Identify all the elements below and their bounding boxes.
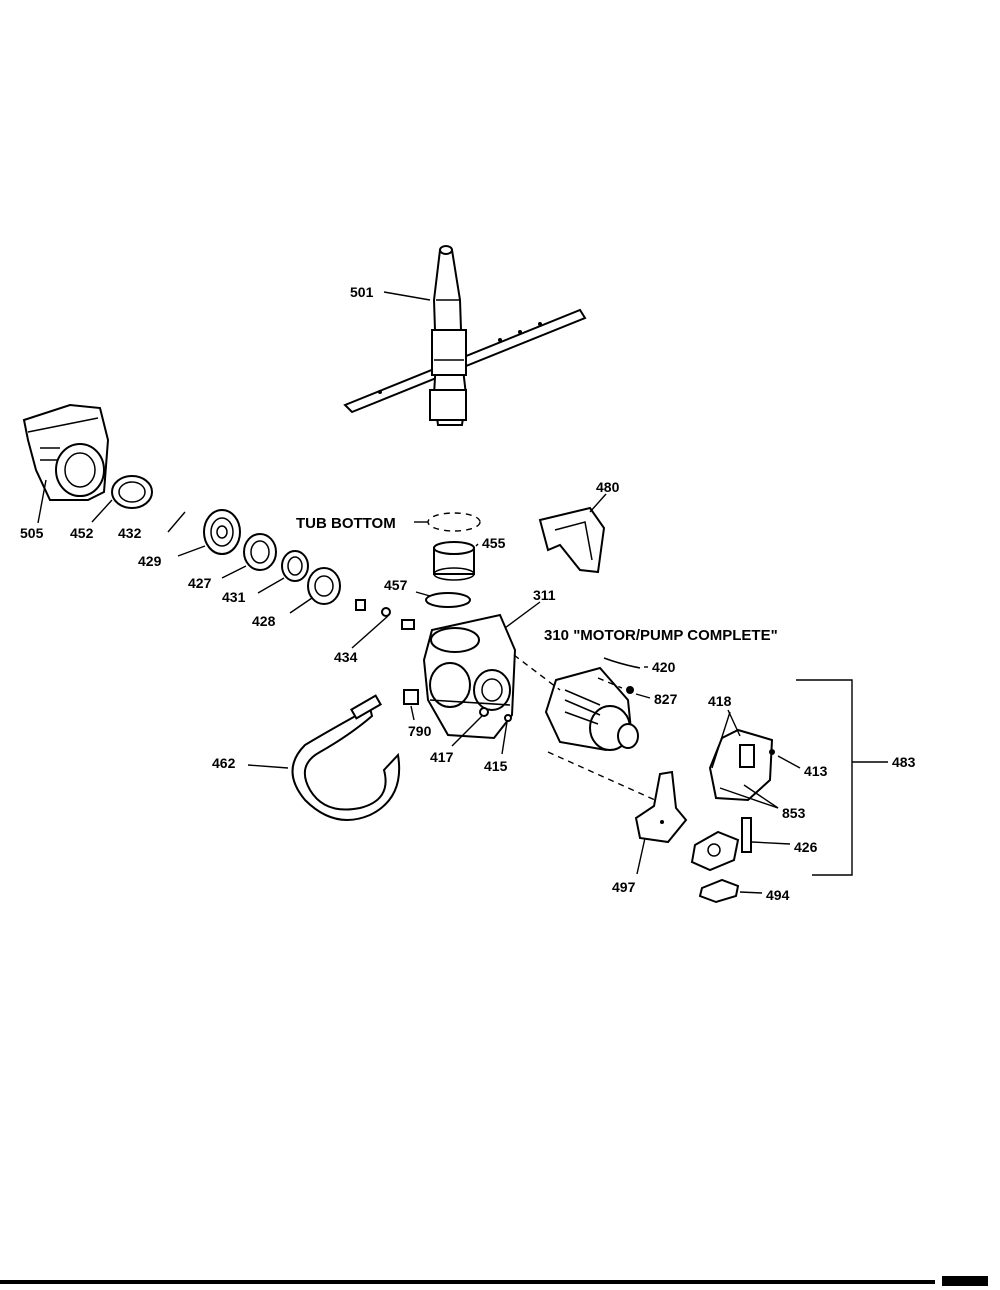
- callout-434: 434: [334, 649, 358, 665]
- callout-455: 455: [482, 535, 506, 551]
- callout-790: 790: [408, 723, 432, 739]
- tub-bottom-gasket: [427, 512, 481, 532]
- group-483-bracket-line: [796, 679, 853, 876]
- callout-418: 418: [708, 693, 732, 709]
- part-452-ring: [111, 475, 153, 509]
- callout-417: 417: [430, 749, 454, 765]
- part-420-wire: [603, 657, 641, 669]
- part-427-ring: [243, 533, 277, 571]
- callout-853: 853: [782, 805, 806, 821]
- part-497-bracket: [634, 770, 688, 844]
- callout-311: 311: [533, 587, 556, 603]
- callout-501: 501: [350, 284, 374, 300]
- part-415: [504, 714, 512, 722]
- part-relay-block: [690, 830, 740, 872]
- callout-431: 431: [222, 589, 246, 605]
- callout-480: 480: [596, 479, 620, 495]
- page-corner-mark: [942, 1276, 988, 1286]
- part-457-clamp: [425, 592, 471, 608]
- callout-415: 415: [484, 758, 508, 774]
- callout-428: 428: [252, 613, 276, 629]
- callout-432: 432: [118, 525, 142, 541]
- callout-452: 452: [70, 525, 94, 541]
- callout-413: 413: [804, 763, 828, 779]
- part-505-housing: [22, 403, 110, 501]
- part-417: [479, 707, 489, 717]
- callout-494: 494: [766, 887, 790, 903]
- part-501-spray-arm: [343, 245, 587, 426]
- callout-429: 429: [138, 553, 162, 569]
- tub-bottom-label: TUB BOTTOM: [296, 515, 396, 532]
- callout-420: 420: [652, 659, 676, 675]
- part-462-hose: [291, 694, 401, 821]
- part-790: [403, 689, 419, 705]
- part-311-pump-housing: [422, 613, 517, 740]
- callout-483: 483: [892, 754, 916, 770]
- callout-462: 462: [212, 755, 236, 771]
- part-431-ring: [281, 550, 309, 582]
- part-455-collar: [433, 541, 475, 581]
- part-418-bracket: [708, 728, 775, 802]
- part-827: [626, 686, 634, 694]
- callout-457: 457: [384, 577, 408, 593]
- callout-505: 505: [20, 525, 44, 541]
- part-motor: [544, 666, 639, 752]
- part-494: [698, 878, 740, 904]
- callout-426: 426: [794, 839, 818, 855]
- part-434-fasteners: [355, 599, 415, 630]
- page-bottom-rule: [0, 1280, 935, 1284]
- callout-427: 427: [188, 575, 212, 591]
- part-428-impeller: [307, 567, 341, 605]
- motor-pump-complete-label: 310 "MOTOR/PUMP COMPLETE": [544, 627, 778, 644]
- callout-497: 497: [612, 879, 636, 895]
- part-480-shield: [538, 506, 606, 574]
- callout-827: 827: [654, 691, 678, 707]
- part-426-pin: [741, 817, 752, 853]
- part-429-impeller: [203, 509, 241, 555]
